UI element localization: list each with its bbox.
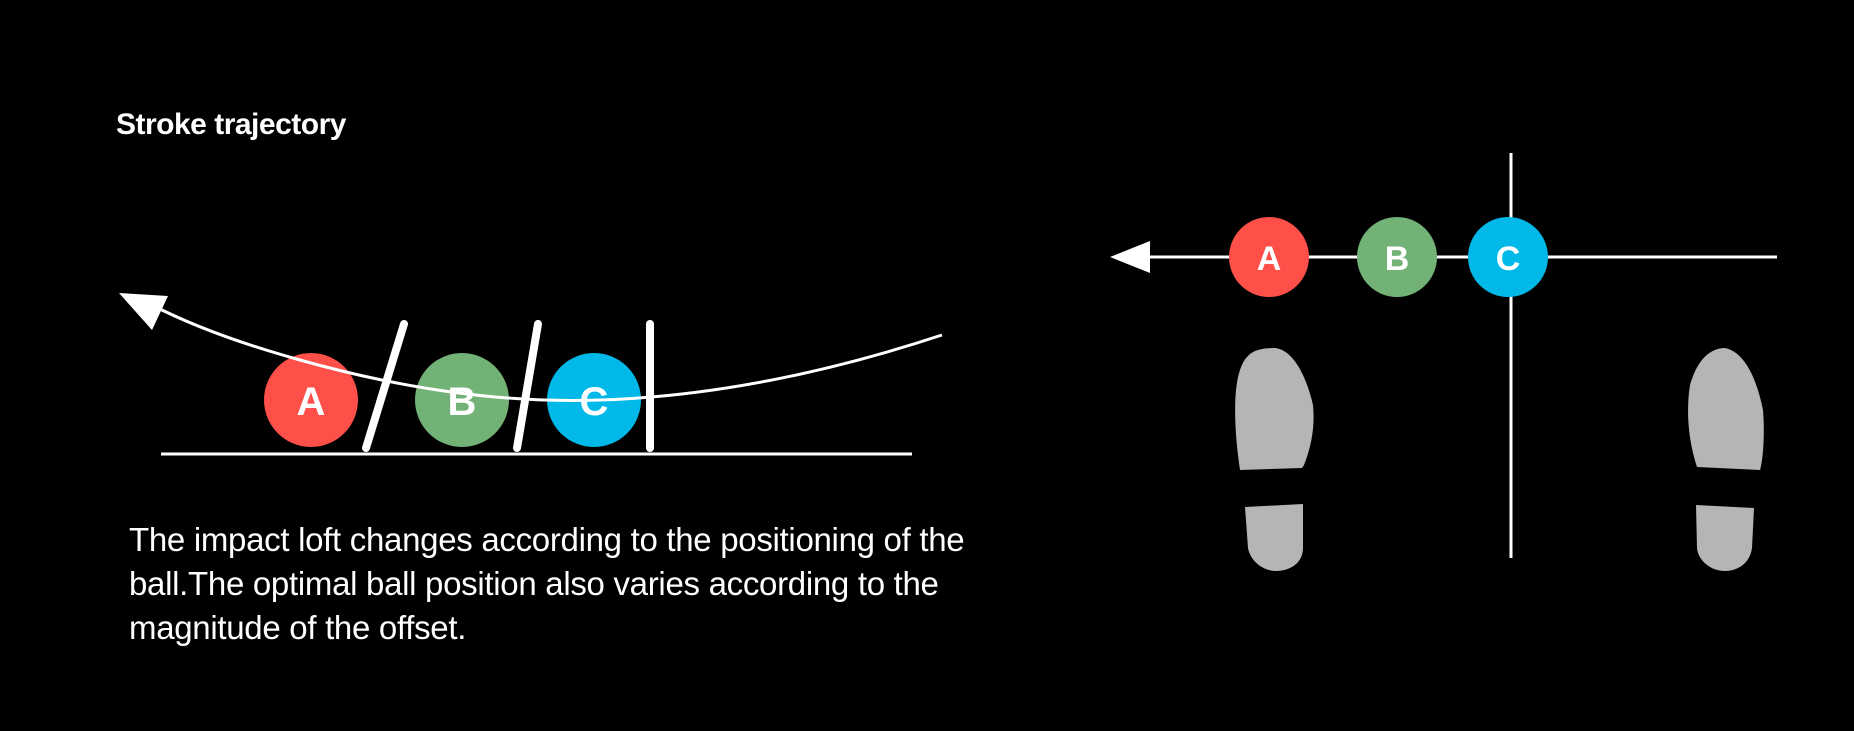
left-footprint-icon [1235,348,1314,571]
club-face-b [513,320,542,452]
top-ball-c [1468,217,1548,297]
top-ball-label: C [1496,240,1521,278]
top-ball-a [1229,217,1309,297]
description-text: The impact loft changes according to the… [129,521,965,646]
club-face-a [362,320,408,452]
target-arrow-icon [1110,241,1150,273]
right-footprint-icon [1688,348,1764,571]
side-ball-a [264,353,358,447]
diagram-title: Stroke trajectory [116,108,346,141]
side-ball-label: A [297,380,326,424]
arrowhead-icon [119,293,168,330]
top-ball-label: B [1385,240,1410,278]
top-ball-label: A [1257,240,1282,278]
side-ball-label: C [580,380,609,424]
top-ball-b [1357,217,1437,297]
side-ball-b [415,353,509,447]
swing-arc [151,303,943,402]
side-view: A B C [119,293,943,456]
side-ball-label: B [448,380,477,424]
top-view: A B C [1110,153,1777,571]
